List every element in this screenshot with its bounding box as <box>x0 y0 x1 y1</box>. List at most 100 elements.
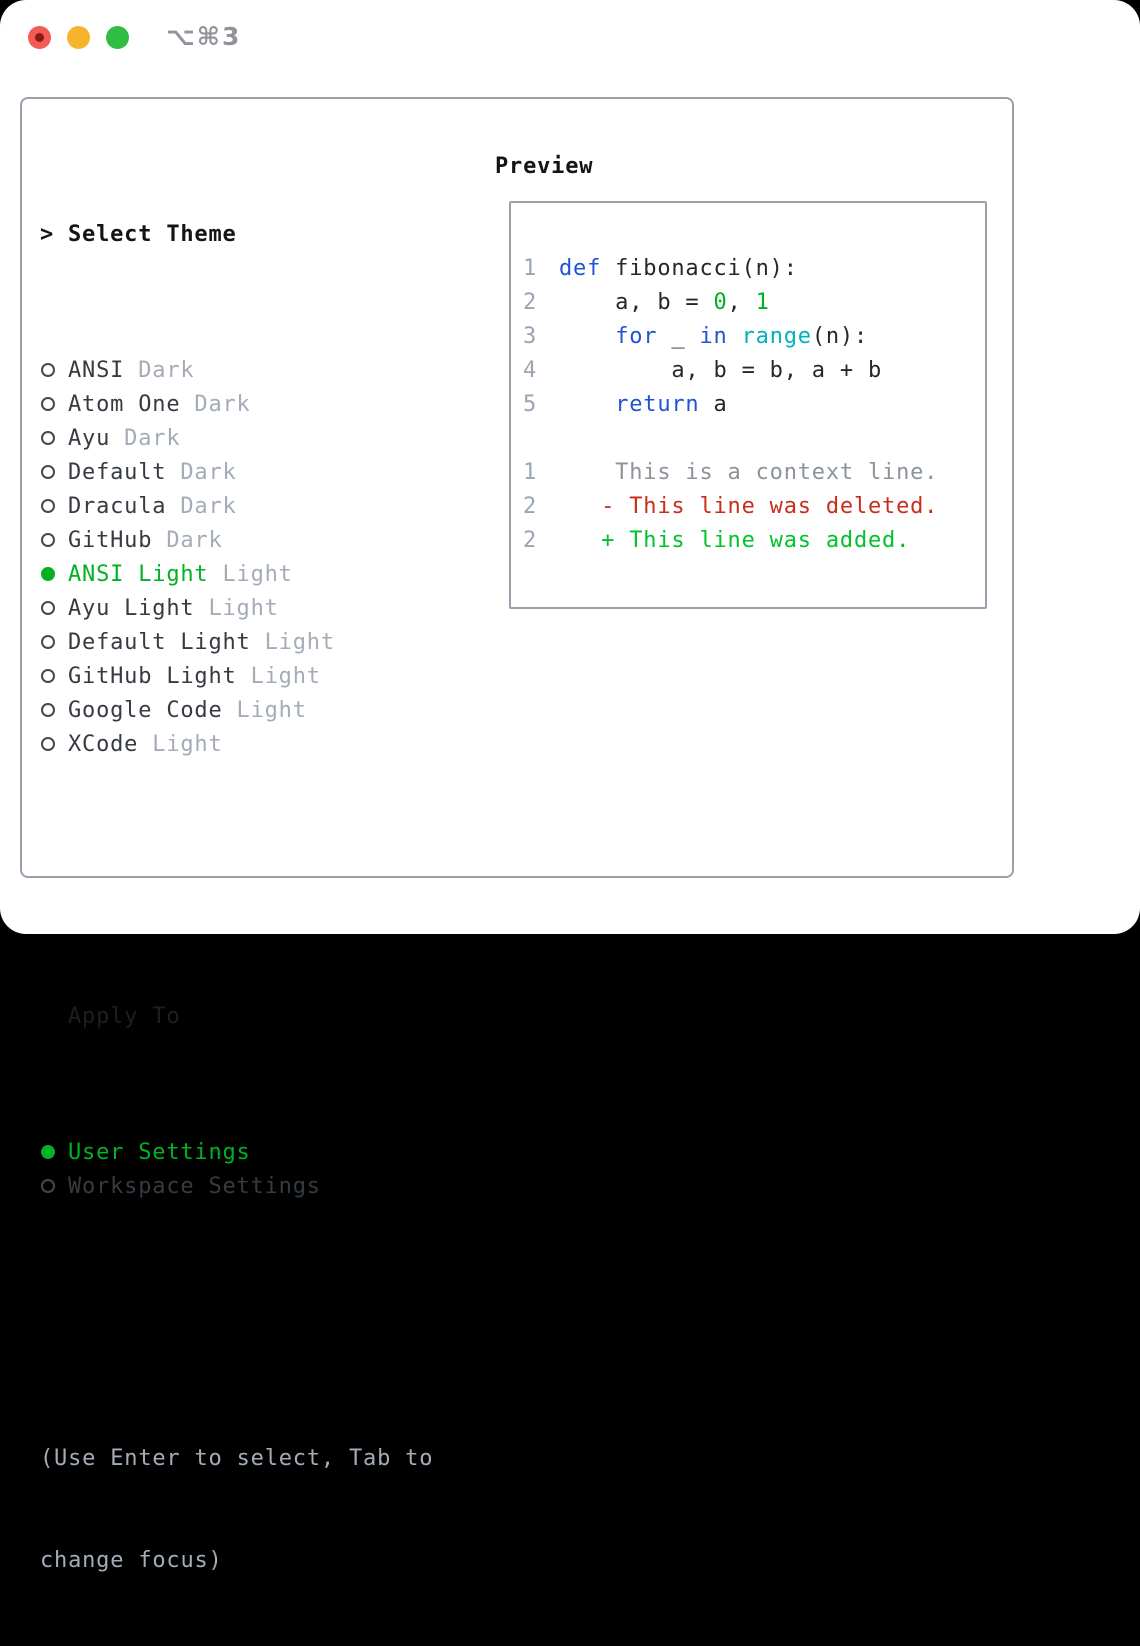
code-token-kw: return <box>615 392 700 417</box>
theme-name: GitHub Light <box>68 664 237 689</box>
theme-variant-label: Dark <box>166 494 237 519</box>
apply-option-workspace-settings[interactable]: Workspace Settings <box>40 1170 433 1204</box>
code-token-kw: in <box>699 324 728 349</box>
code-token-pl: _ <box>657 324 700 349</box>
radio-icon <box>41 465 55 479</box>
line-number: 4 <box>523 358 538 383</box>
code-line: 3 for _ in range(n): <box>523 320 985 354</box>
hint-line-2: change focus) <box>40 1548 223 1573</box>
code-token-kw: for <box>615 324 658 349</box>
close-button-dot <box>35 33 44 42</box>
code-line: 2 a, b = 0, 1 <box>523 286 985 320</box>
minimize-button[interactable] <box>67 26 90 49</box>
theme-variant-label: Dark <box>152 528 223 553</box>
close-button[interactable] <box>28 26 51 49</box>
radio-icon <box>41 703 55 717</box>
apply-to-title: Apply To <box>68 1004 181 1029</box>
theme-variant-label: Light <box>138 732 223 757</box>
theme-variant-label: Light <box>236 664 321 689</box>
theme-name: Ayu <box>68 426 111 451</box>
spacer <box>40 864 433 898</box>
code-token-pl: fibonacci(n): <box>601 256 798 281</box>
code-token-num: 1 <box>755 290 770 315</box>
theme-option-ansi-light[interactable]: ANSI Light Light <box>40 558 433 592</box>
theme-option-ayu[interactable]: Ayu Dark <box>40 422 433 456</box>
theme-variant-label: Light <box>208 562 293 587</box>
radio-icon <box>41 635 55 649</box>
code-token-pl: a <box>699 392 728 417</box>
code-line: 1 def fibonacci(n): <box>523 252 985 286</box>
theme-option-ansi[interactable]: ANSI Dark <box>40 354 433 388</box>
theme-option-github[interactable]: GitHub Dark <box>40 524 433 558</box>
theme-option-github-light[interactable]: GitHub Light Light <box>40 660 433 694</box>
code-token-num: 0 <box>713 290 728 315</box>
preview-title: Preview <box>495 154 594 179</box>
theme-name: Google Code <box>68 698 223 723</box>
theme-name: GitHub <box>68 528 153 553</box>
theme-option-dracula[interactable]: Dracula Dark <box>40 490 433 524</box>
apply-name: User Settings <box>68 1140 251 1165</box>
code-token-pl <box>728 324 742 349</box>
titlebar: ⌥⌘3 <box>0 0 1140 75</box>
line-number: 5 <box>523 392 538 417</box>
line-number: 2 <box>523 494 538 519</box>
theme-variant-label: Dark <box>180 392 251 417</box>
radio-icon <box>41 397 55 411</box>
code-line: 2 - This line was deleted. <box>523 490 985 524</box>
theme-option-atom-one[interactable]: Atom One Dark <box>40 388 433 422</box>
theme-name: Ayu Light <box>68 596 195 621</box>
code-token-ctx: This is a context line. <box>559 460 939 485</box>
code-line: 4 a, b = b, a + b <box>523 354 985 388</box>
theme-variant-label: Light <box>194 596 279 621</box>
theme-option-google-code[interactable]: Google Code Light <box>40 694 433 728</box>
code-token-pl <box>559 324 615 349</box>
line-number: 2 <box>523 528 538 553</box>
radio-icon <box>41 1179 55 1193</box>
theme-name: Default Light <box>68 630 251 655</box>
radio-icon <box>41 363 55 377</box>
theme-name: Atom One <box>68 392 181 417</box>
apply-option-user-settings[interactable]: User Settings <box>40 1136 433 1170</box>
apply-to-header: Apply To <box>40 1000 433 1034</box>
theme-name: Dracula <box>68 494 167 519</box>
code-line <box>523 422 985 456</box>
line-number: 1 <box>523 460 538 485</box>
code-token-fn: range <box>741 324 812 349</box>
theme-name: ANSI <box>68 358 125 383</box>
code-line: 1 This is a context line. <box>523 456 985 490</box>
line-number: 3 <box>523 324 538 349</box>
zoom-button[interactable] <box>106 26 129 49</box>
code-line: 2 + This line was added. <box>523 524 985 558</box>
code-token-del: - This line was deleted. <box>559 494 939 519</box>
theme-name: XCode <box>68 732 139 757</box>
theme-option-ayu-light[interactable]: Ayu Light Light <box>40 592 433 626</box>
theme-option-default[interactable]: Default Dark <box>40 456 433 490</box>
code-token-pl: , <box>727 290 756 315</box>
radio-icon <box>41 533 55 547</box>
line-number: 1 <box>523 256 538 281</box>
select-theme-header: > Select Theme <box>40 218 433 252</box>
code-line: 5 return a <box>523 388 985 422</box>
theme-name: ANSI Light <box>68 562 209 587</box>
theme-option-xcode[interactable]: XCode Light <box>40 728 433 762</box>
theme-variant-label: Dark <box>110 426 181 451</box>
theme-variant-label: Light <box>222 698 307 723</box>
radio-icon <box>41 601 55 615</box>
code-token-pl: (n): <box>811 324 869 349</box>
code-token-pl <box>559 392 615 417</box>
radio-icon <box>41 431 55 445</box>
radio-icon <box>41 499 55 513</box>
cursor-arrow: > <box>40 222 55 247</box>
code-token-kw: def <box>559 256 602 281</box>
hint-line-1: (Use Enter to select, Tab to <box>40 1446 434 1471</box>
select-theme-title: Select Theme <box>68 222 237 247</box>
code-token-pl: a, b = <box>559 290 714 315</box>
theme-name: Default <box>68 460 167 485</box>
theme-option-default-light[interactable]: Default Light Light <box>40 626 433 660</box>
